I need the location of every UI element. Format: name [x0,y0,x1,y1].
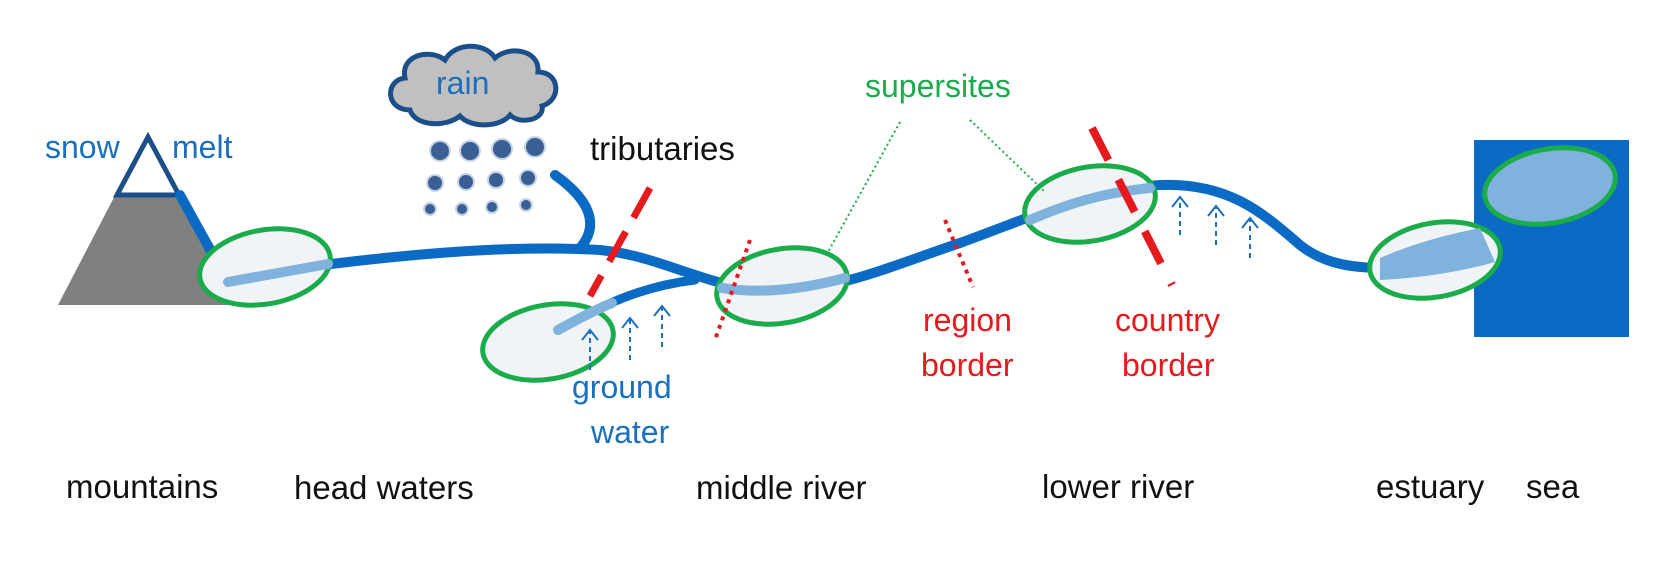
country-border-label: border [1122,347,1215,383]
melt-label: melt [172,129,233,165]
supersite-callout-2 [969,119,1046,193]
main-river [175,179,1485,296]
rain-cloud [388,43,559,128]
region-border-line [943,219,975,288]
water-label: water [590,414,670,450]
middle-segment-light [717,273,850,296]
snow-label: snow [45,129,121,165]
country-label: country [1115,302,1220,338]
zone-middle-river: middle river [696,469,867,506]
estuary-plume [1380,228,1495,280]
zone-mountains: mountains [66,468,218,505]
tributary-rain [550,170,596,253]
groundwater-arrows [581,304,671,370]
ground-label: ground [572,369,672,405]
region-border-label: border [921,347,1014,383]
zone-sea: sea [1526,468,1580,505]
lower-segment-light [1025,183,1155,225]
rain-label: rain [436,65,489,101]
supersite-sea [1482,145,1618,227]
region-label: region [923,302,1012,338]
zone-head-waters: head waters [294,469,474,506]
zone-estuary: estuary [1376,468,1485,505]
rain-drops [423,136,546,216]
river-segment-light [223,259,333,287]
mountain-shape [58,132,232,305]
zone-lower-river: lower river [1042,468,1194,505]
country-border-line [1088,126,1176,287]
supersites-label: supersites [865,68,1011,104]
tributary-border-line [586,186,654,298]
snow-cap [112,131,184,198]
lower-river-arrows [1171,195,1259,258]
tributaries-label: tributaries [590,130,735,167]
supersite-lower [1022,163,1158,245]
groundwater-segment-light [553,298,617,335]
supersite-callout-1 [827,121,901,253]
